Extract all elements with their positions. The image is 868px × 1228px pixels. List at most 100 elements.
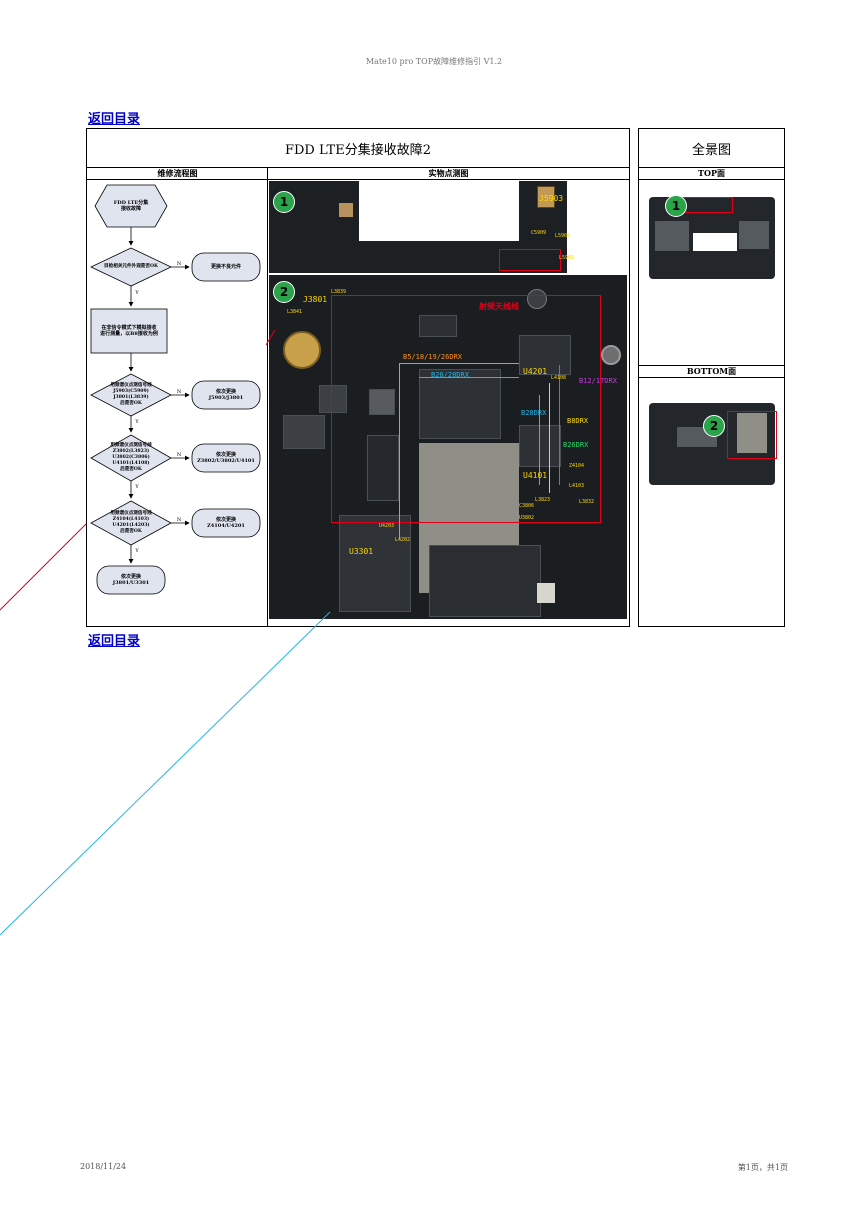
label-j3801: J3801 xyxy=(303,295,328,304)
flow-question-2: 用频谱仪点测信号线 J5903(C5909) J3801(L3839) 后是否O… xyxy=(110,383,152,406)
label-l3832: L3832 xyxy=(579,499,595,505)
label-u3802: U3802 xyxy=(519,515,535,521)
flow-yes-1: Y xyxy=(135,289,139,296)
flow-no-3: N xyxy=(176,451,182,458)
trace-yellow xyxy=(549,383,550,493)
flow-no-1: N xyxy=(176,260,182,267)
chip-u4101 xyxy=(519,425,561,467)
label-c3806: C3806 xyxy=(519,503,535,509)
col-header-photo: 实物点测图 xyxy=(268,167,629,180)
label-l5901: L5901 xyxy=(559,255,575,261)
label-l5906: L5906 xyxy=(555,233,571,239)
chip xyxy=(319,385,347,413)
label-u3301: U3301 xyxy=(349,547,374,556)
trace-purple xyxy=(559,365,560,485)
label-z4104: Z4104 xyxy=(569,463,585,469)
pano-marker-2: 2 xyxy=(703,415,725,437)
label-l4202: L4202 xyxy=(395,537,411,543)
pano-marker-1: 1 xyxy=(665,195,687,217)
pcb-region xyxy=(359,241,539,273)
footer-date: 2018/11/24 xyxy=(80,1162,127,1171)
chip xyxy=(419,315,457,337)
flow-yes-4: Y xyxy=(135,547,139,554)
component-pad xyxy=(339,203,353,217)
chip xyxy=(655,221,689,251)
connector-j5903 xyxy=(537,186,555,208)
chip xyxy=(367,435,399,501)
label-l4108: L4108 xyxy=(551,375,567,381)
label-l3823: L3823 xyxy=(535,497,551,503)
label-b5-drx: B5/18/19/26DRX xyxy=(403,353,463,361)
chip xyxy=(739,221,769,249)
marker-circle-1: 1 xyxy=(273,191,295,213)
annotation-line-red xyxy=(0,523,87,611)
footer-page: 第1页，共1页 xyxy=(737,1163,788,1172)
label-b8-drx: B8DRX xyxy=(567,417,589,425)
chip xyxy=(369,389,395,415)
flow-question-4: 用频谱仪点测信号线 Z4104(L4103) U4201(L4203) 后是否O… xyxy=(110,511,152,534)
pcb-cutout xyxy=(359,181,539,241)
flow-end: 依次更换 J3801/U3301 xyxy=(112,573,150,587)
col-header-flow: 维修流程图 xyxy=(87,167,268,180)
divider xyxy=(639,365,784,366)
flow-action-3: 依次更换 Z3802/U3802/U4101 xyxy=(197,451,255,465)
trace-blue xyxy=(419,377,519,378)
label-l3839: L3839 xyxy=(331,289,347,295)
label-u4201: U4201 xyxy=(523,367,548,376)
label-b12-drx: B12/17DRX xyxy=(579,377,617,385)
screw-hole xyxy=(601,345,621,365)
screw-hole xyxy=(527,289,547,309)
pcb-photo-main: 2 J3801 L3839 L3841 射频天线线 B5/18/19/26DRX… xyxy=(269,275,627,619)
flow-no-4: N xyxy=(176,516,182,523)
shield xyxy=(737,413,767,453)
label-u4101: U4101 xyxy=(523,471,548,480)
cutout xyxy=(693,233,737,251)
annotation-line-blue xyxy=(0,611,331,936)
column-divider xyxy=(267,167,268,626)
component xyxy=(537,583,555,603)
flow-yes-3: Y xyxy=(135,483,139,490)
highlight-box xyxy=(499,249,561,271)
panorama-title: 全景图 xyxy=(639,129,784,168)
label-l3841: L3841 xyxy=(287,309,303,315)
bga-chip xyxy=(419,369,501,439)
table-title: FDD LTE分集接收故障2 xyxy=(87,129,629,168)
trace-orange xyxy=(399,363,519,364)
label-j5903: J5903 xyxy=(539,194,564,203)
label-c5909: C5909 xyxy=(531,230,547,236)
panorama-table: 全景图 TOP面 1 BOTTOM面 2 xyxy=(638,128,785,627)
chip xyxy=(283,415,325,449)
back-to-toc-link-bottom[interactable]: 返回目录 xyxy=(88,634,141,649)
memory-chip xyxy=(429,545,541,617)
screw-hole xyxy=(283,331,321,369)
area-2-highlight xyxy=(727,411,777,459)
marker-circle-2: 2 xyxy=(273,281,295,303)
flow-action-1: 更换不良元件 xyxy=(210,263,241,270)
flow-action-2: 依次更换 J5903/J3801 xyxy=(208,388,244,402)
bottom-side-photo: 2 xyxy=(647,391,777,489)
bottom-side-label: BOTTOM面 xyxy=(639,365,784,378)
highlight-region xyxy=(331,295,601,523)
flow-action-4: 依次更换 Z4104/U4201 xyxy=(207,516,245,530)
trace-green xyxy=(539,395,540,485)
chip-u3301 xyxy=(339,515,411,612)
chip-u4201 xyxy=(519,335,571,375)
label-b26-drx: B26DRX xyxy=(563,441,589,449)
flow-start: FDD LTE分集 接收故障 xyxy=(113,199,149,213)
label-antenna-note: 射频天线线 xyxy=(479,302,519,311)
flowchart-shapes xyxy=(90,184,261,595)
top-side-label: TOP面 xyxy=(639,167,784,180)
top-side-photo: 1 xyxy=(647,193,777,281)
flow-step-1: 在非信令模式下模拟接收 进行测量，以B8接收为例 xyxy=(100,324,158,338)
pcb-photo-top: 1 J5903 C5909 L5906 L5901 xyxy=(269,181,629,273)
label-b28-drx: B28DRX xyxy=(521,409,547,417)
trace-orange xyxy=(399,363,400,539)
main-table: FDD LTE分集接收故障2 维修流程图 实物点测图 xyxy=(86,128,630,627)
flow-question-3: 用频谱仪点测信号线 Z3802(L3823) U3802(C3806) U410… xyxy=(110,443,152,472)
flow-yes-2: Y xyxy=(135,418,139,425)
label-l4103: L4103 xyxy=(569,483,585,489)
flow-no-2: N xyxy=(176,388,182,395)
flowchart: FDD LTE分集 接收故障 目检相关元件外观是否OK 更换不良元件 在非信令模… xyxy=(87,180,267,626)
back-to-toc-link[interactable]: 返回目录 xyxy=(88,112,141,127)
label-u4203: U4203 xyxy=(379,523,395,529)
